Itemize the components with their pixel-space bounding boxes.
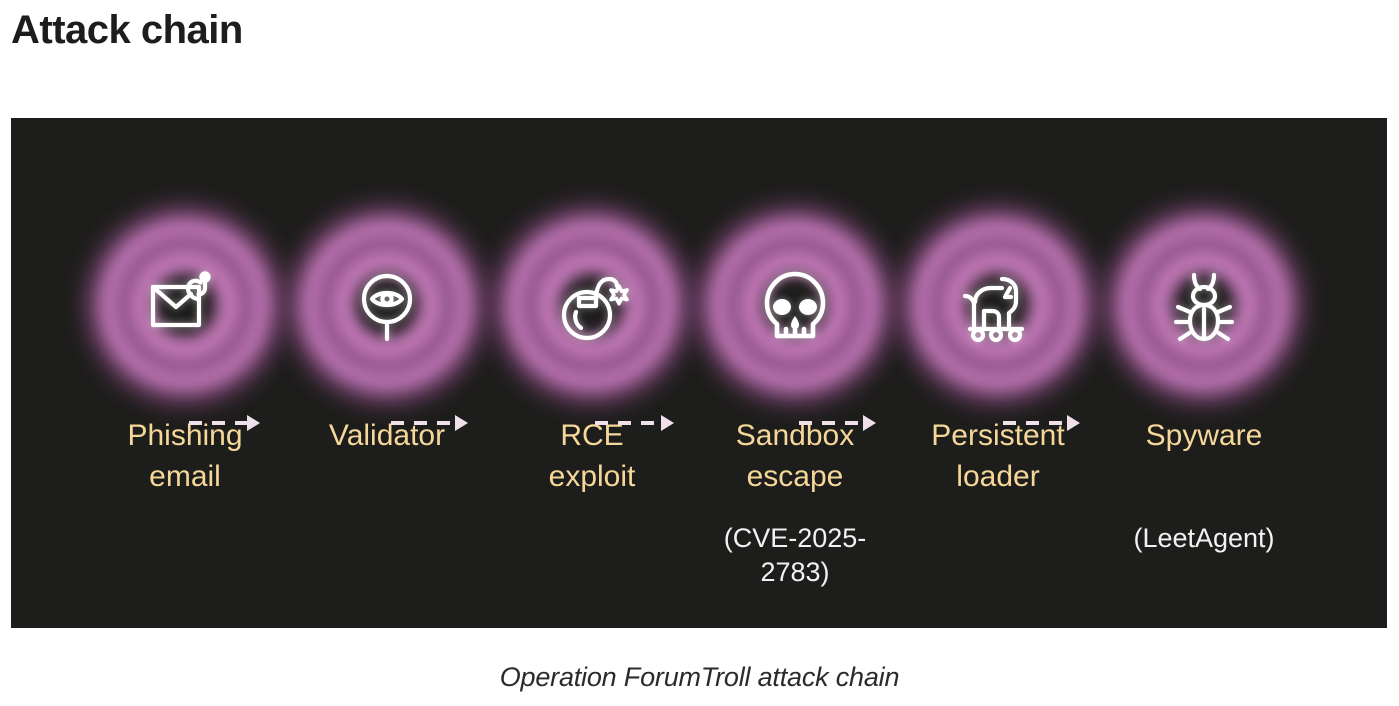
chain-node-phishing-email: Phishing email [70, 118, 300, 628]
bug-icon [1154, 255, 1254, 355]
page-title: Attack chain [11, 8, 243, 52]
bomb-icon [542, 255, 642, 355]
connector-arrow-5 [1003, 415, 1081, 431]
eye-magnifier-icon [337, 255, 437, 355]
trojan-horse-icon [948, 255, 1048, 355]
connector-arrow-3 [595, 415, 675, 431]
node-label: Spyware [1145, 419, 1263, 452]
node-sublabel: (LeetAgent) [1133, 523, 1275, 553]
chain-node-sandbox-escape: Sandbox escape (CVE-2025-2783) [680, 118, 910, 628]
connector-arrow-1 [189, 415, 261, 431]
chain-node-validator: Validator [272, 118, 502, 628]
node-label: Phishing email [127, 419, 243, 493]
node-sublabel: (CVE-2025-2783) [723, 523, 867, 587]
attack-chain-diagram: Phishing email Validator [11, 118, 1387, 628]
envelope-hook-icon [135, 255, 235, 355]
chain-node-spyware: Spyware (LeetAgent) [1089, 118, 1319, 628]
node-label: Persistent loader [931, 419, 1065, 493]
connector-arrow-2 [391, 415, 469, 431]
skull-icon [745, 255, 845, 355]
connector-arrow-4 [799, 415, 877, 431]
chain-node-persistent-loader: Persistent loader [883, 118, 1113, 628]
figure-caption: Operation ForumTroll attack chain [499, 662, 900, 692]
chain-node-rce-exploit: RCE exploit [477, 118, 707, 628]
